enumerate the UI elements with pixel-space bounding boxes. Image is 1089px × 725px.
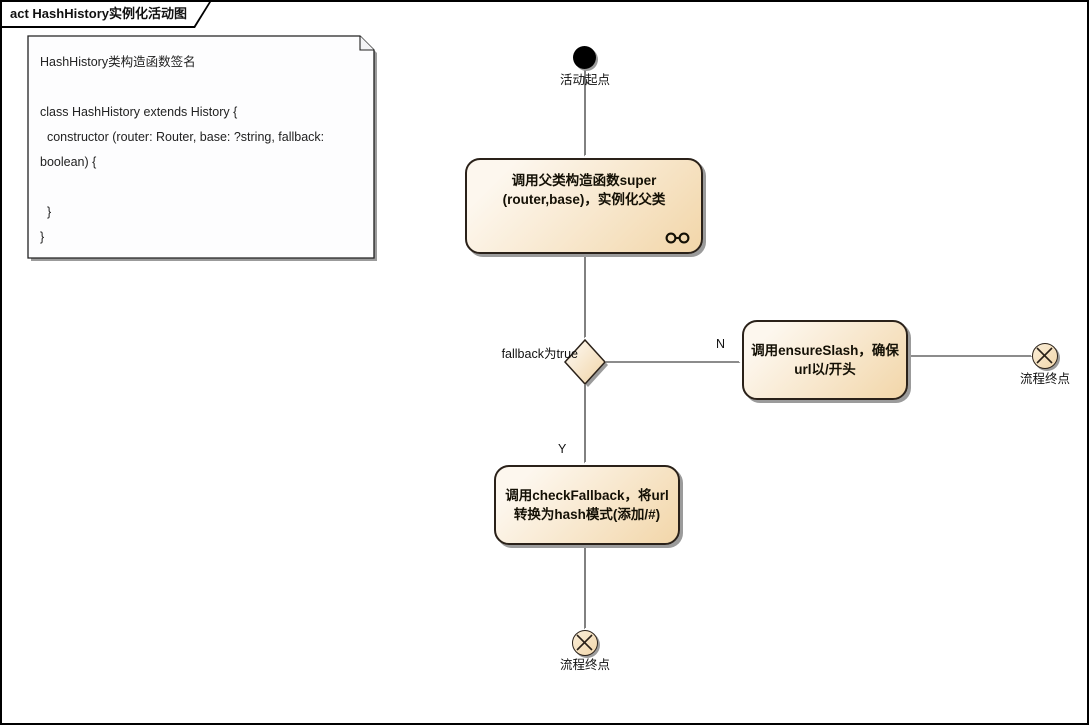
- flow-final-bottom[interactable]: [572, 630, 598, 656]
- flow-final-right-label: 流程终点: [1019, 372, 1071, 386]
- note-line: constructor (router: Router, base: ?stri…: [40, 130, 325, 144]
- decision-label: fallback为true: [501, 347, 578, 361]
- flow-final-icon: [1036, 347, 1053, 364]
- frame-tab-label: act HashHistory实例化活动图: [2, 2, 209, 26]
- decision-node[interactable]: [561, 338, 613, 392]
- frame-tab: act HashHistory实例化活动图: [2, 2, 211, 28]
- note-line: [40, 175, 361, 200]
- note-fold-icon: [359, 36, 374, 51]
- action-call-super[interactable]: 调用父类构造函数super (router,base)，实例化父类: [465, 158, 703, 254]
- action-check-fallback[interactable]: 调用checkFallback，将url 转换为hash模式(添加/#): [494, 465, 680, 545]
- note-shape: [27, 35, 377, 261]
- action-ensure-slash[interactable]: 调用ensureSlash，确保 url以/开头: [742, 320, 908, 400]
- flow-final-right[interactable]: [1032, 343, 1058, 369]
- flow-final-icon: [576, 634, 593, 651]
- flow-final-bottom-label: 流程终点: [559, 658, 611, 672]
- note[interactable]: HashHistory类构造函数签名 class HashHistory ext…: [27, 35, 381, 263]
- note-line: }: [40, 230, 45, 244]
- action-text-line: 调用checkFallback，将url: [505, 488, 669, 503]
- behavior-call-icon: [665, 232, 690, 244]
- action-text-line: url以/开头: [794, 362, 856, 377]
- action-text-line: (router,base)，实例化父类: [502, 192, 666, 207]
- note-line: [40, 75, 361, 100]
- action-text-line: 转换为hash模式(添加/#): [513, 507, 661, 522]
- note-text: HashHistory类构造函数签名 class HashHistory ext…: [40, 50, 361, 250]
- guard-label-n: N: [716, 337, 726, 351]
- note-line: boolean) {: [40, 155, 97, 169]
- note-line: class HashHistory extends History {: [40, 105, 238, 119]
- initial-node-label: 活动起点: [559, 73, 611, 87]
- note-line: }: [40, 205, 52, 219]
- initial-node[interactable]: [573, 46, 596, 69]
- note-line: HashHistory类构造函数签名: [40, 55, 196, 69]
- guard-label-y: Y: [558, 442, 567, 456]
- action-text-line: 调用父类构造函数super: [511, 173, 657, 188]
- action-text-line: 调用ensureSlash，确保: [751, 343, 899, 358]
